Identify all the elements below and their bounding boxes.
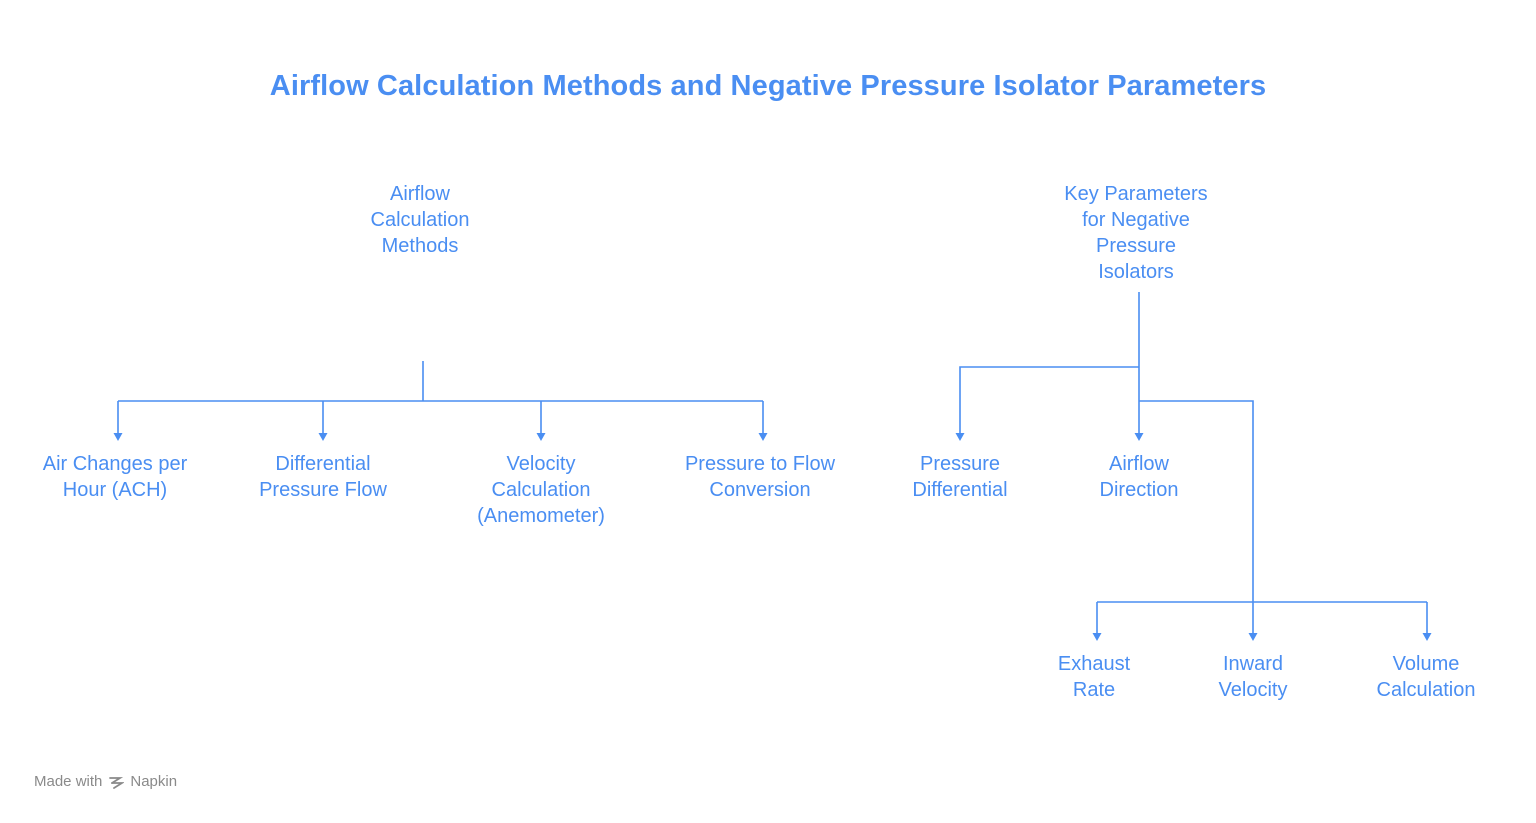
right-root-node: Key Parameters for Negative Pressure Iso…: [1064, 183, 1208, 283]
arrowhead: [758, 433, 768, 441]
connector-right-branch: [1139, 400, 1254, 636]
brand-label: Napkin: [130, 773, 178, 790]
arrowhead: [1134, 433, 1144, 441]
left-child-node: Pressure to Flow Conversion: [684, 453, 836, 501]
arrowhead: [318, 433, 328, 441]
footer-attribution: Made with Napkin: [34, 773, 177, 790]
arrowhead: [536, 433, 546, 441]
arrowhead: [1422, 633, 1432, 641]
right-child-node: Airflow Direction: [1099, 453, 1179, 501]
page-title: Airflow Calculation Methods and Negative…: [269, 70, 1267, 102]
left-child-node: Air Changes per Hour (ACH): [42, 453, 188, 501]
left-child-node: Velocity Calculation (Anemometer): [477, 453, 605, 527]
right-sub-child-node: Volume Calculation: [1376, 653, 1476, 701]
right-sub-child-node: Inward Velocity: [1218, 653, 1288, 701]
left-root-node: Airflow Calculation Methods: [370, 183, 470, 257]
napkin-logo-icon: [109, 776, 125, 789]
arrowhead: [955, 433, 965, 441]
right-child-node: Pressure Differential: [912, 453, 1008, 501]
right-sub-child-node: Exhaust Rate: [1057, 653, 1131, 701]
connector-right-pressure: [959, 366, 1139, 436]
arrowhead: [113, 433, 123, 441]
arrowhead: [1248, 633, 1258, 641]
arrowhead: [1092, 633, 1102, 641]
left-child-node: Differential Pressure Flow: [259, 453, 387, 501]
made-with-label: Made with: [34, 773, 103, 790]
